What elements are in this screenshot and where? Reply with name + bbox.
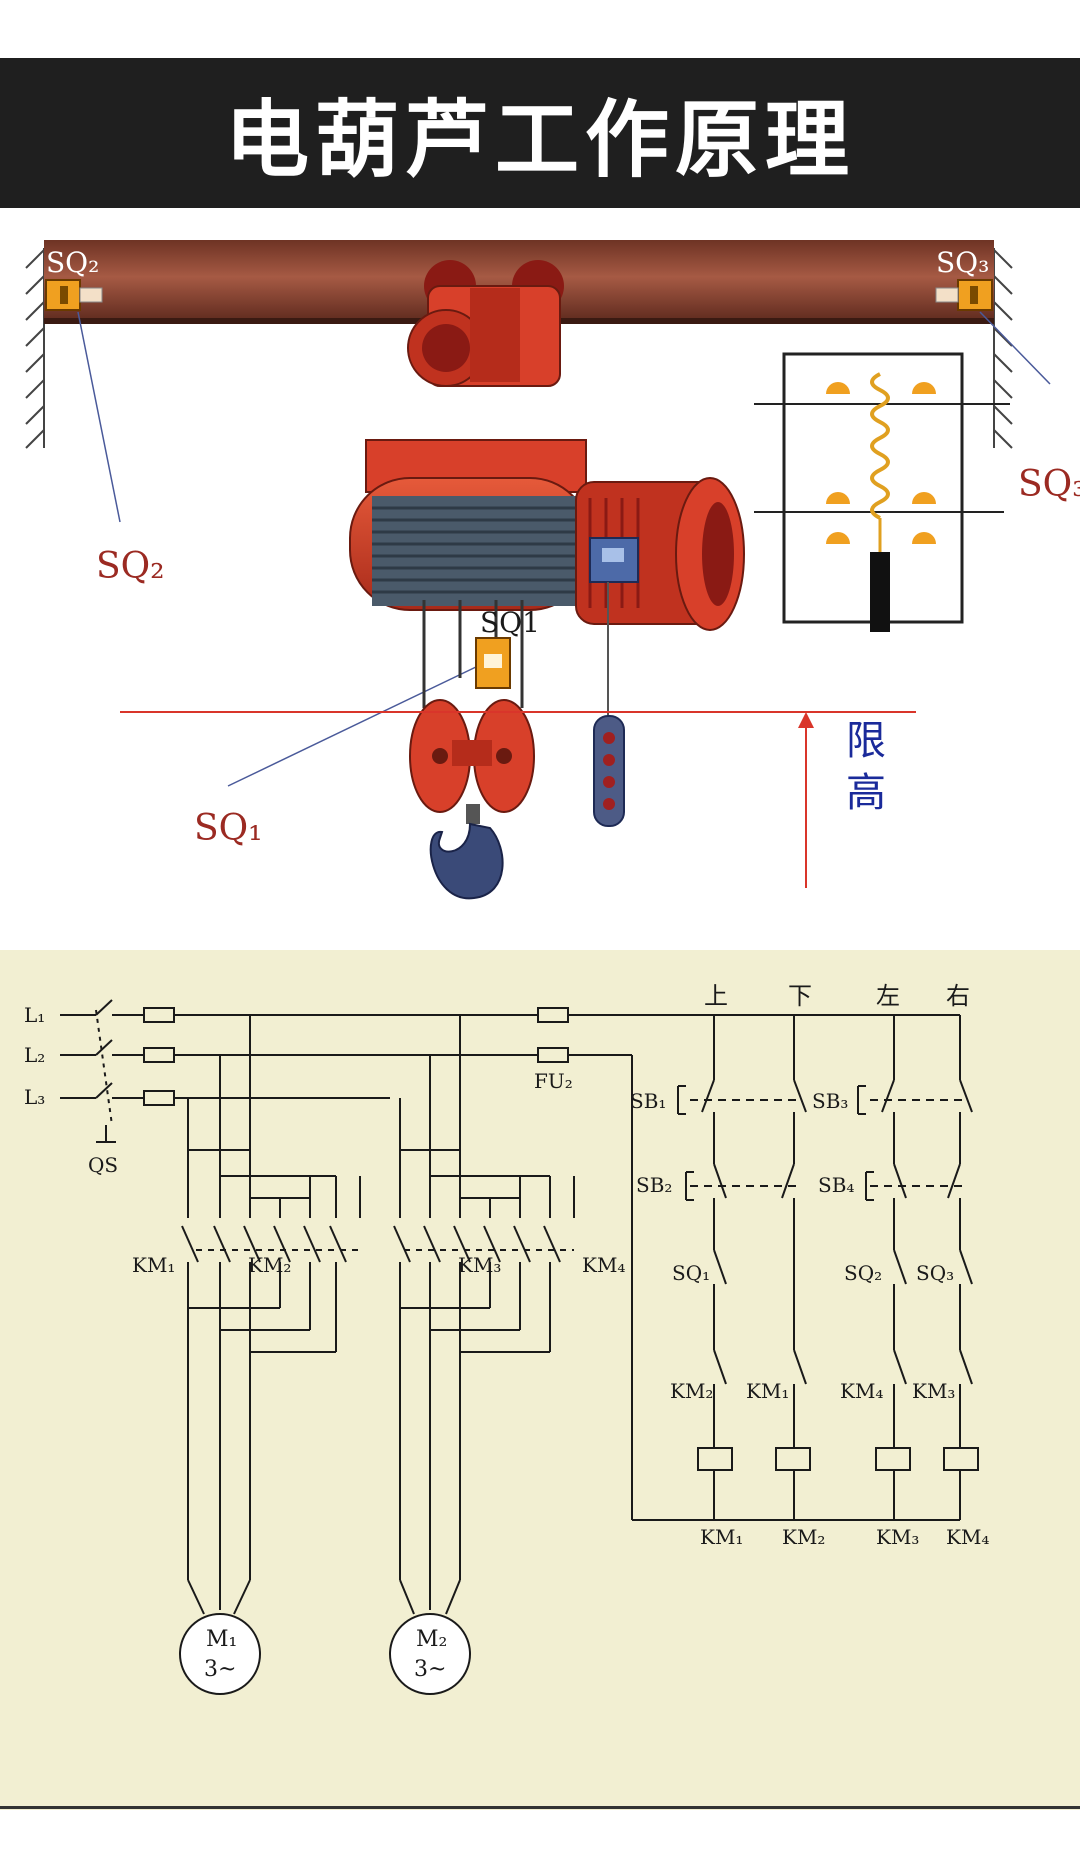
- km2-main-label: KM₂: [248, 1253, 291, 1277]
- circuit-bottom-rule: [0, 1806, 1080, 1809]
- motor-m1-name: M₁: [206, 1627, 237, 1652]
- sb4-label: SB₄: [818, 1173, 854, 1197]
- sq2-beam-label: SQ₂: [46, 246, 99, 279]
- dir-right-label: 右: [946, 982, 970, 1010]
- pendant-control: [593, 715, 625, 827]
- sq1-circuit-label: SQ₁: [672, 1261, 710, 1285]
- sq3-beam-switch: [935, 279, 993, 311]
- motor-m2-name: M₂: [416, 1627, 447, 1652]
- circuit-diagram: M₁ 3~ M₂ 3~ L₁ L₂ L₃ QS FU₂ KM₁ KM₂ KM₃ …: [0, 950, 1080, 1810]
- hoist-body: [349, 439, 745, 631]
- dir-down-label: 下: [788, 982, 812, 1010]
- sb3-label: SB₃: [812, 1089, 848, 1113]
- sb1-label: SB₁: [630, 1089, 666, 1113]
- motor-m2: M₂ 3~: [389, 1613, 471, 1695]
- sq1-switch-label: SQ1: [480, 606, 540, 639]
- dir-up-label: 上: [704, 982, 728, 1010]
- fu2-label: FU₂: [534, 1069, 573, 1093]
- limit-switch-detail: [754, 352, 1010, 632]
- sb2-label: SB₂: [636, 1173, 672, 1197]
- interlock-km2-label: KM₂: [670, 1379, 713, 1403]
- sq1-hoist-switch: SQ1: [475, 606, 540, 689]
- coil-km2-label: KM₂: [782, 1525, 825, 1549]
- interlock-km1-label: KM₁: [746, 1379, 789, 1403]
- sq3-beam-label: SQ₃: [936, 246, 989, 279]
- title-bar: 电葫芦工作原理: [0, 58, 1080, 208]
- line-l1-label: L₁: [24, 1003, 45, 1027]
- sq2-circuit-label: SQ₂: [844, 1261, 882, 1285]
- coil-km4-label: KM₄: [946, 1525, 989, 1549]
- height-limit-char-2: 高: [846, 770, 886, 816]
- line-l2-label: L₂: [24, 1043, 45, 1067]
- hook-block: [409, 699, 535, 900]
- motor-m1-type: 3~: [204, 1657, 236, 1682]
- left-wall: [25, 248, 45, 449]
- interlock-km3-label: KM₃: [912, 1379, 955, 1403]
- qs-label: QS: [88, 1153, 118, 1177]
- motor-m1: M₁ 3~: [179, 1613, 261, 1695]
- sq2-beam-switch: [45, 279, 103, 311]
- height-limit-char-1: 限: [846, 718, 886, 764]
- sq3-callout-label: SQ₃: [1018, 464, 1080, 505]
- interlock-km4-label: KM₄: [840, 1379, 883, 1403]
- trolley: [407, 260, 564, 387]
- motor-m2-type: 3~: [414, 1657, 446, 1682]
- sq1-callout-label: SQ₁: [194, 808, 263, 849]
- km1-main-label: KM₁: [132, 1253, 175, 1277]
- line-l3-label: L₃: [24, 1085, 45, 1109]
- page-title: 电葫芦工作原理: [224, 90, 855, 189]
- km3-main-label: KM₃: [458, 1253, 501, 1277]
- dir-left-label: 左: [876, 982, 900, 1010]
- coil-km3-label: KM₃: [876, 1525, 919, 1549]
- sq3-circuit-label: SQ₃: [916, 1261, 954, 1285]
- coil-km1-label: KM₁: [700, 1525, 743, 1549]
- km4-main-label: KM₄: [582, 1253, 625, 1277]
- hoist-illustration: SQ₂ SQ₃ SQ₂ SQ₁ SQ₃: [25, 240, 1080, 900]
- sq2-callout-label: SQ₂: [96, 546, 165, 587]
- right-wall: [993, 248, 1013, 449]
